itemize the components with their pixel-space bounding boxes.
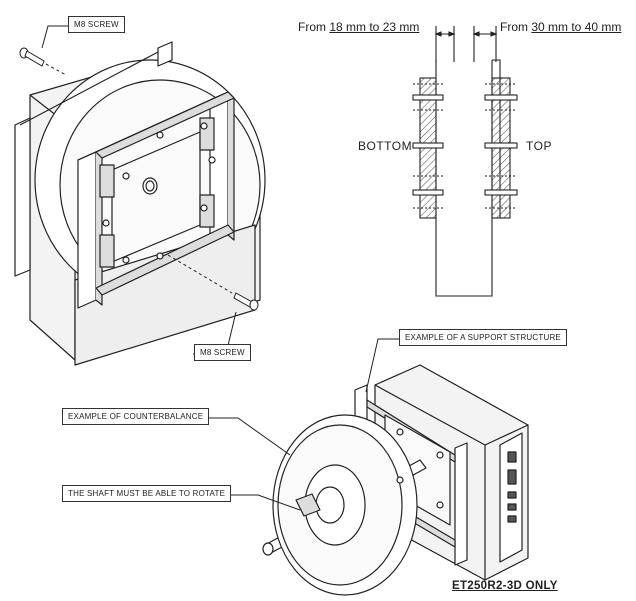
- dimension-bottom-range: From 18 mm to 23 mm: [298, 20, 419, 34]
- m8-screw-top-icon: [19, 47, 67, 76]
- dimension-top-range: From 30 mm to 40 mm: [500, 20, 621, 34]
- section-label-bottom: BOTTOM: [358, 139, 413, 153]
- m8-screw-bottom-icon: [167, 254, 259, 311]
- counterbalance-assembly-drawing: [262, 364, 529, 596]
- section-view-drawing: [412, 26, 518, 297]
- callout-m8-screw-bottom: M8 SCREW: [194, 344, 251, 361]
- callout-support-structure: EXAMPLE OF A SUPPORT STRUCTURE: [399, 329, 567, 346]
- dimension-top-value: 30 mm to 40 mm: [531, 20, 622, 34]
- callout-shaft-rotate: THE SHAFT MUST BE ABLE TO ROTATE: [62, 485, 232, 502]
- leader-lines-bottom: [199, 338, 399, 511]
- dimension-bottom-prefix: From: [298, 20, 330, 34]
- dimension-bottom-value: 18 mm to 23 mm: [329, 20, 420, 34]
- section-label-top: TOP: [526, 139, 552, 153]
- motor-frame-assembly-drawing: [14, 41, 266, 366]
- model-note: ET250R2-3D ONLY: [452, 580, 558, 592]
- dimension-top-prefix: From: [500, 20, 532, 34]
- callout-counterbalance: EXAMPLE OF COUNTERBALANCE: [62, 408, 210, 425]
- callout-m8-screw-top: M8 SCREW: [68, 16, 125, 33]
